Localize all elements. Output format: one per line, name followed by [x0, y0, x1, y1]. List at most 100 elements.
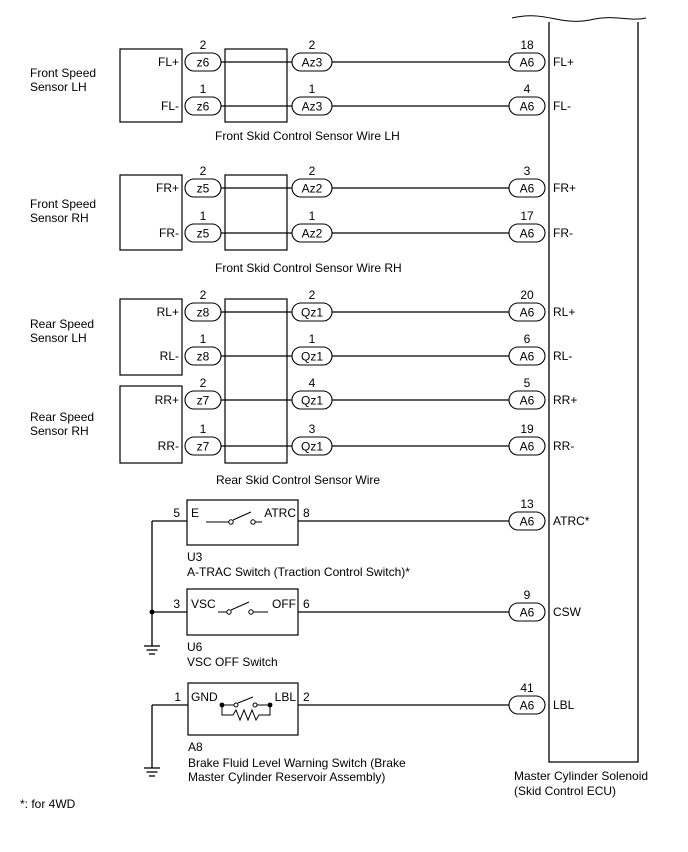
- connector-a6: [508, 695, 546, 715]
- connector-qz1: [291, 302, 333, 322]
- harness-label-rear: Rear Skid Control Sensor Wire: [216, 473, 380, 487]
- ground-symbol: [144, 767, 160, 777]
- connector-z6-label: z6: [197, 100, 210, 114]
- pin-number: 19: [520, 422, 534, 436]
- ecu-pin-rr_minus: RR-: [553, 439, 574, 453]
- pin-number: 1: [200, 332, 207, 346]
- ecu-pin-atrc: ATRC*: [553, 514, 590, 528]
- connector-z7-label: z7: [197, 440, 210, 454]
- connector-az2-label: Az2: [302, 227, 323, 241]
- connector-a6: [508, 302, 546, 322]
- pin-number: 2: [303, 690, 310, 704]
- connector-a6: [508, 178, 546, 198]
- harness-label-front-rh: Front Skid Control Sensor Wire RH: [215, 261, 402, 275]
- front-lh-group: Front Skid Control Sensor Wire LH: [119, 48, 520, 143]
- switch-terminal-u3-right: ATRC: [264, 506, 296, 520]
- connector-z5: [184, 178, 222, 198]
- pin-number: 2: [309, 38, 316, 52]
- connector-az3-label: Az3: [302, 100, 323, 114]
- pin-number: 6: [524, 332, 531, 346]
- connector-a6-label: A6: [520, 606, 535, 620]
- connector-qz1: [291, 390, 333, 410]
- pin-number: 2: [200, 38, 207, 52]
- connector-z7: [184, 390, 222, 410]
- sensor-pin-rr_minus: RR-: [158, 439, 179, 453]
- sensor-pin-rl_plus: RL+: [157, 305, 179, 319]
- switch-u3: U3 A-TRAC Switch (Traction Control Switc…: [151, 499, 520, 646]
- connector-a6: [508, 52, 546, 72]
- pin-number: 2: [309, 164, 316, 178]
- connector-az2: [291, 223, 333, 243]
- switch-code-u6: U6: [187, 640, 203, 654]
- connector-a6: [508, 223, 546, 243]
- pin-number: 41: [520, 681, 534, 695]
- sensor-pin-fl_minus: FL-: [161, 99, 179, 113]
- switch-a8: A8 Brake Fluid Level Warning Switch (Bra…: [151, 682, 520, 784]
- pin-number: 1: [309, 209, 316, 223]
- switch-box-u3: [186, 499, 299, 546]
- connector-a6-label: A6: [520, 699, 535, 713]
- pin-number: 1: [174, 690, 181, 704]
- ecu-label-line2: (Skid Control ECU): [514, 784, 616, 798]
- connector-a6-label: A6: [520, 350, 535, 364]
- connector-a6-label: A6: [520, 515, 535, 529]
- ecu-body: [511, 15, 647, 763]
- connector-az3: [291, 52, 333, 72]
- ecu-pin-rr_plus: RR+: [553, 393, 577, 407]
- pin-number: 5: [524, 376, 531, 390]
- sensor-pin-fl_plus: FL+: [158, 55, 179, 69]
- connector-a6-label: A6: [520, 306, 535, 320]
- pin-number: 1: [200, 209, 207, 223]
- connector-z5-label: z5: [197, 182, 210, 196]
- sensor-pin-fr_minus: FR-: [159, 226, 179, 240]
- connector-a6-label: A6: [520, 182, 535, 196]
- pin-number: 3: [309, 422, 316, 436]
- ecu-pin-fr_plus: FR+: [553, 181, 576, 195]
- connector-z6: [184, 52, 222, 72]
- front-rh-group: Front Skid Control Sensor Wire RH: [119, 174, 520, 275]
- switch-terminal-u6-right: OFF: [272, 597, 296, 611]
- connector-a6-label: A6: [520, 440, 535, 454]
- connector-a6-label: A6: [520, 394, 535, 408]
- switch-name-u6: VSC OFF Switch: [187, 655, 278, 669]
- switch-name-u3: A-TRAC Switch (Traction Control Switch)*: [187, 565, 410, 579]
- pin-number: 1: [200, 422, 207, 436]
- pin-number: 9: [524, 588, 531, 602]
- ecu-pin-fr_minus: FR-: [553, 226, 573, 240]
- connector-z6: [184, 96, 222, 116]
- connector-qz1-label: Qz1: [301, 350, 323, 364]
- harness-box-front-rh: [224, 174, 288, 251]
- rear-group: Rear Skid Control Sensor Wire: [119, 298, 520, 487]
- connector-a6: [508, 511, 546, 531]
- ecu-pin-rl_minus: RL-: [553, 349, 572, 363]
- connector-a6-label: A6: [520, 100, 535, 114]
- harness-label-front-lh: Front Skid Control Sensor Wire LH: [215, 129, 400, 143]
- pin-number: 1: [200, 82, 207, 96]
- ecu-pin-lbl: LBL: [553, 698, 575, 712]
- switch-terminal-u3-left: E: [191, 506, 199, 520]
- pin-number: 1: [309, 82, 316, 96]
- connector-qz1: [291, 346, 333, 366]
- pin-number: 2: [309, 288, 316, 302]
- sensor-box-rear-lh: [119, 298, 183, 376]
- switch-terminal-a8-left: GND: [191, 690, 218, 704]
- connector-a6: [508, 346, 546, 366]
- sensor-pin-fr_plus: FR+: [156, 181, 179, 195]
- connector-az3-label: Az3: [302, 56, 323, 70]
- harness-box-front-lh: [224, 48, 288, 123]
- switch-terminal-u6-left: VSC: [191, 597, 216, 611]
- pin-number: 20: [520, 288, 534, 302]
- ecu-pin-fl_plus: FL+: [553, 55, 574, 69]
- connector-az2-label: Az2: [302, 182, 323, 196]
- connector-a6-label: A6: [520, 227, 535, 241]
- ground-symbol: [144, 645, 160, 655]
- harness-box-rear: [224, 298, 288, 464]
- connector-a6-label: A6: [520, 56, 535, 70]
- switch-code-a8: A8: [188, 740, 203, 754]
- connector-a6: [508, 436, 546, 456]
- connector-qz1: [291, 436, 333, 456]
- sensor-pin-rr_plus: RR+: [155, 393, 179, 407]
